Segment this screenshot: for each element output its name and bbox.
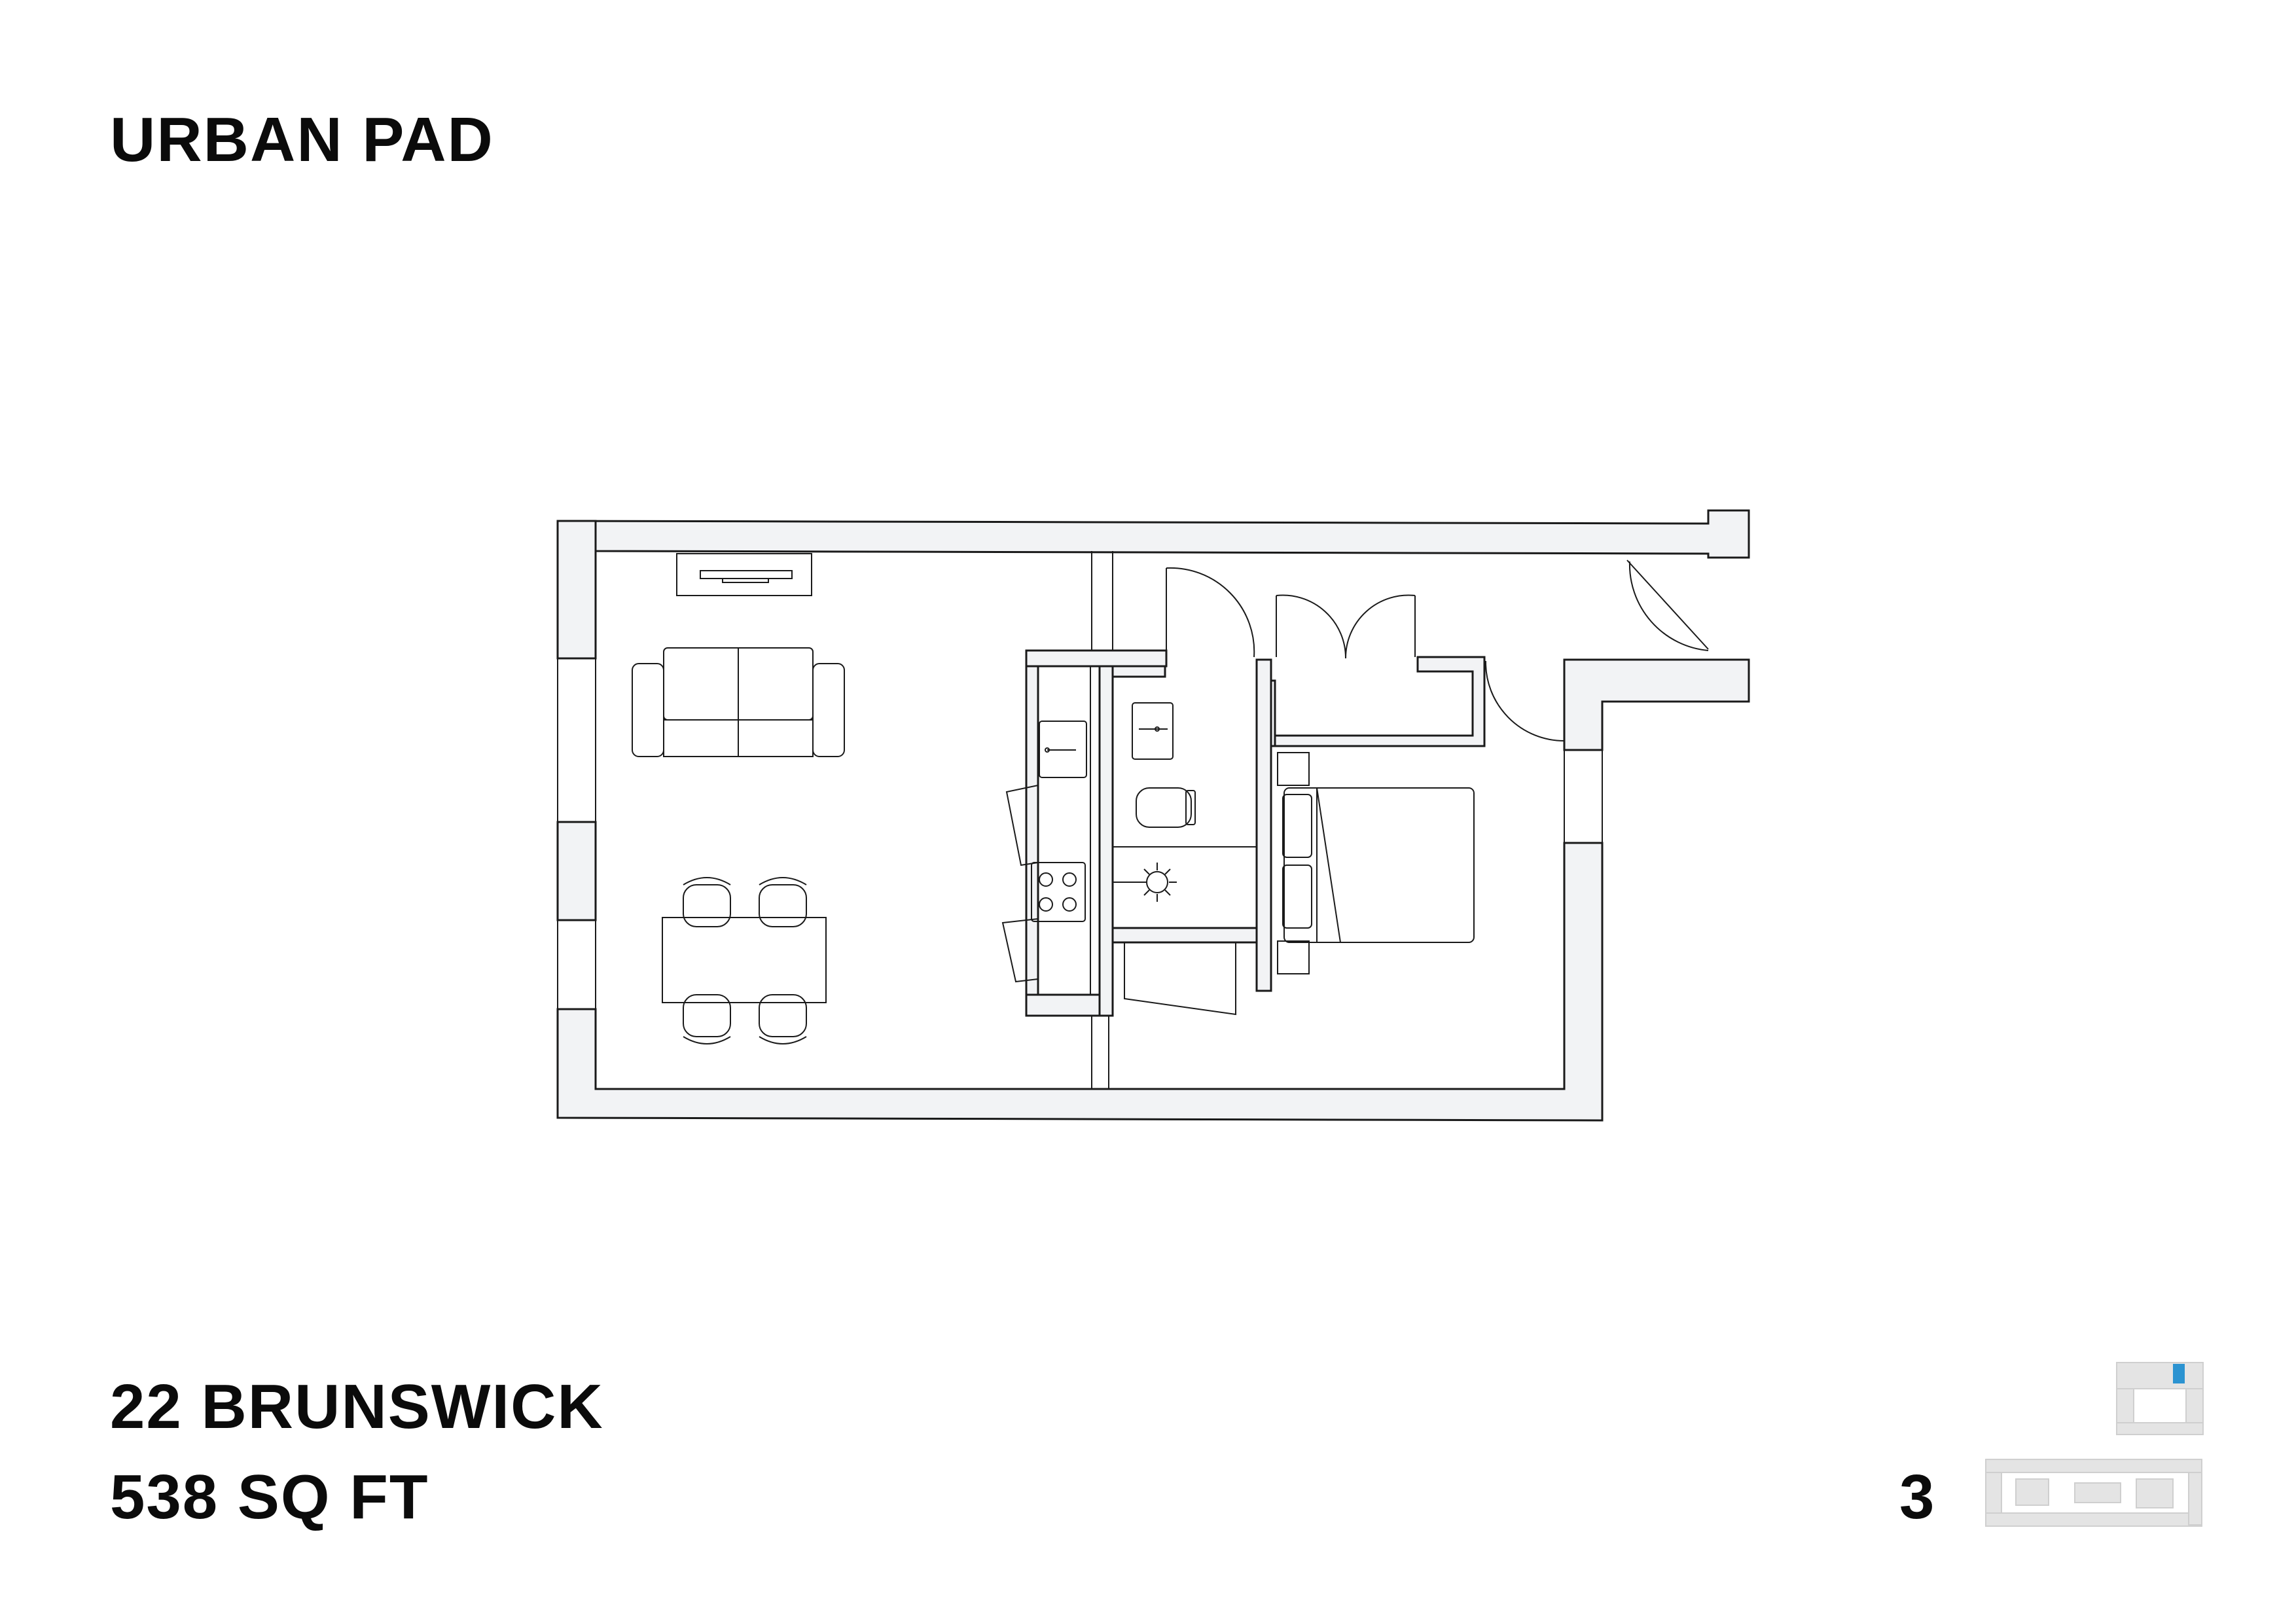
left-windows xyxy=(557,658,1603,1009)
pillow xyxy=(1282,865,1312,929)
entrance-door xyxy=(1626,560,1709,651)
cooktop-icon xyxy=(1031,862,1086,922)
property-address: 22 BRUNSWICK xyxy=(110,1372,604,1442)
left-wall-upper xyxy=(556,520,597,660)
bed-icon xyxy=(1283,787,1475,943)
exterior-walls xyxy=(556,509,1750,1122)
chair xyxy=(759,877,807,927)
bath-right-wall xyxy=(1255,658,1272,992)
chair xyxy=(683,877,731,927)
sink-icon xyxy=(1039,721,1087,778)
left-wall-middle xyxy=(556,821,597,921)
shower-icon xyxy=(1113,863,1177,902)
pillow xyxy=(1282,794,1312,858)
storage-unit xyxy=(1124,942,1236,1016)
kitchen-left-wall xyxy=(1025,665,1039,996)
top-wall xyxy=(556,509,1750,559)
cupboard-door xyxy=(1001,918,1039,983)
interior-walls xyxy=(1025,649,1486,1017)
sofa-arm-right xyxy=(812,663,845,757)
bathroom-fixtures xyxy=(1113,702,1257,1016)
dining-set xyxy=(662,877,827,1044)
bedside-table xyxy=(1277,752,1310,786)
floor-area: 538 SQ FT xyxy=(110,1462,429,1532)
tv-cabinet xyxy=(676,553,812,596)
wardrobe-door-left xyxy=(1276,594,1347,659)
doors xyxy=(1166,560,1709,741)
bedroom-furniture xyxy=(1277,752,1475,974)
bath-top-wall xyxy=(1111,665,1166,678)
chair xyxy=(683,994,731,1044)
right-wall-entrance xyxy=(1563,658,1750,751)
sink-icon xyxy=(1132,702,1174,760)
glass-partition xyxy=(1091,551,1113,1089)
sofa-arm-left xyxy=(632,663,664,757)
dining-table xyxy=(662,917,827,1003)
tv-screen xyxy=(700,570,793,579)
key-plan-thumbnail xyxy=(1985,1362,2204,1527)
page-number: 3 xyxy=(1899,1462,1936,1532)
tv-unit xyxy=(676,553,812,596)
bedroom-door xyxy=(1484,660,1565,741)
closet-left-wall xyxy=(1270,679,1276,747)
sofa xyxy=(632,647,845,757)
bathroom-door xyxy=(1166,567,1255,658)
wardrobe-door-right xyxy=(1344,594,1416,659)
page-title: URBAN PAD xyxy=(110,105,494,175)
highlighted-unit xyxy=(2173,1364,2185,1383)
cupboard-door xyxy=(1005,785,1039,866)
kitchen-units xyxy=(1001,666,1091,995)
closet-walls xyxy=(1274,656,1486,747)
bath-bottom-wall xyxy=(1111,927,1258,944)
chair xyxy=(759,994,807,1044)
bath-left-wall xyxy=(1098,665,1114,1017)
kitchen-counter xyxy=(1037,666,1091,995)
toilet-icon xyxy=(1136,787,1196,828)
kitchen-top-wall xyxy=(1025,649,1168,668)
bedside-table xyxy=(1277,940,1310,974)
